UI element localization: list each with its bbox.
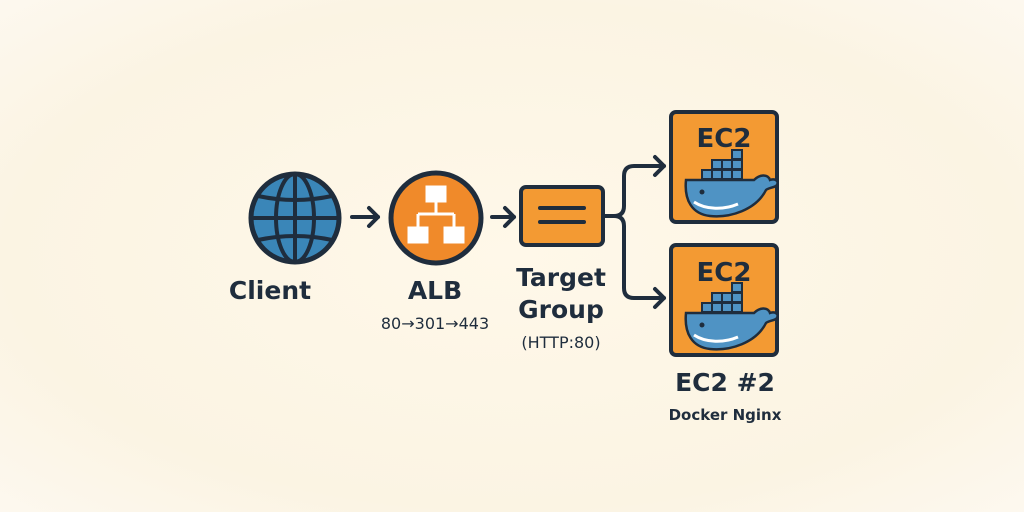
target-group-label: Target Group [496,262,626,326]
target-group-label-line2: Group [518,295,604,324]
alb-sublabel: 80→301→443 [380,314,490,333]
arrow-client-alb [350,206,380,228]
network-hierarchy-icon [388,170,484,266]
ec2-top-title: EC2 [696,124,752,154]
target-group-label-line1: Target [516,263,606,292]
ec2-2-label: EC2 #2 [675,368,775,397]
menu-lines-icon [519,185,605,247]
arrow-alb-targetgroup [490,206,516,228]
globe-icon [248,171,342,265]
ec2-box-bottom [669,243,780,357]
client-label: Client [228,276,312,305]
arrow-targetgroup-ec2 [601,155,666,309]
ec2-bottom-title: EC2 [696,258,752,288]
ec2-box-top [669,110,780,224]
alb-label: ALB [407,276,463,305]
target-group-sublabel: (HTTP:80) [521,333,601,352]
docker-nginx-label: Docker Nginx [668,406,782,424]
